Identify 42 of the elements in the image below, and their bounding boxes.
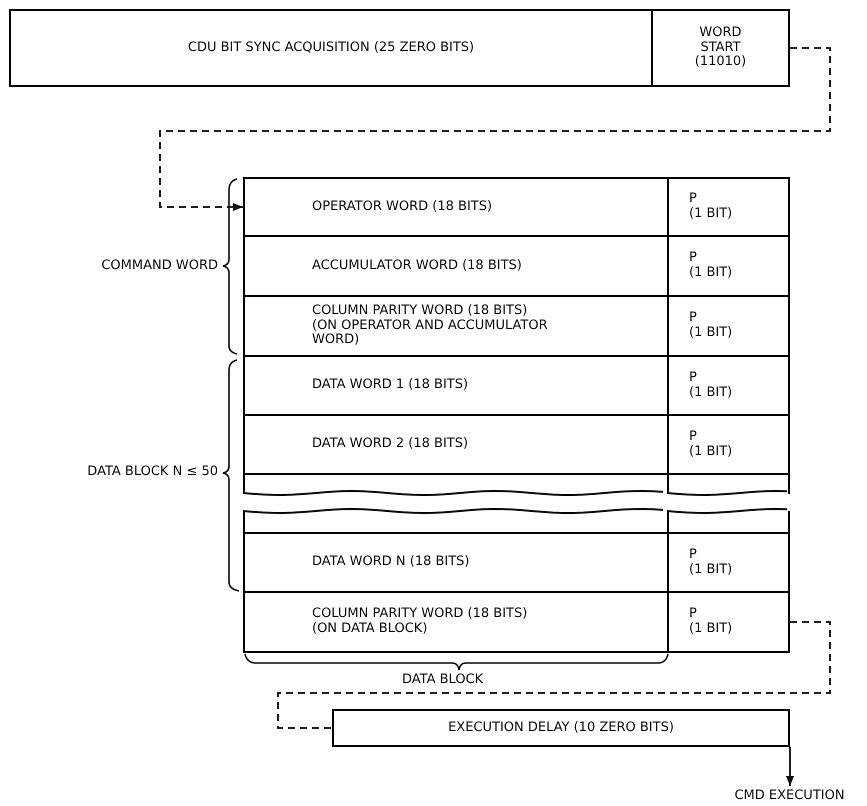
table-cell xyxy=(9,9,653,87)
cell-text: P xyxy=(689,192,697,207)
cell-text: P xyxy=(689,430,697,444)
table-cell xyxy=(667,591,790,653)
cell-text: P xyxy=(689,311,697,326)
cell-text: COLUMN PARITY WORD (18 BITS) xyxy=(312,607,528,622)
cell-text: P xyxy=(689,548,697,562)
cell-text: DATA WORD 2 (18 BITS) xyxy=(312,437,468,452)
cell-text: (1 BIT) xyxy=(689,622,732,637)
table-cell xyxy=(243,591,669,653)
cell-text: DATA WORD 1 (18 BITS) xyxy=(312,378,468,393)
bracket-label: DATA BLOCK N ≤ 50 xyxy=(87,464,218,479)
table-cell xyxy=(332,709,790,747)
table-cell xyxy=(243,177,669,237)
cell-text: P xyxy=(689,370,697,386)
cell-text: (1 BIT) xyxy=(689,266,732,281)
empty-table-row xyxy=(667,473,790,497)
cell-text: OPERATOR WORD (18 BITS) xyxy=(312,200,492,214)
cell-text: (ON OPERATOR AND ACCUMULATOR WORD) xyxy=(312,318,549,348)
cell-text: P xyxy=(689,251,697,266)
table-cell xyxy=(667,177,790,237)
cell-text: (1 BIT) xyxy=(689,386,732,400)
cell-text: (ON DATA BLOCK) xyxy=(312,622,428,637)
cell-text: EXECUTION DELAY (10 ZERO BITS) xyxy=(448,720,674,736)
connector-arrow xyxy=(159,47,831,211)
cell-text: DATA WORD N (18 BITS) xyxy=(312,555,470,570)
cell-text: (1 BIT) xyxy=(689,207,732,222)
cell-text: (1 BIT) xyxy=(689,444,732,460)
cell-text: (1 BIT) xyxy=(689,326,732,341)
cell-text: P xyxy=(689,607,697,622)
cell-text: (1 BIT) xyxy=(689,562,732,578)
cell-text: CDU BIT SYNC ACQUISITION (25 ZERO BITS) xyxy=(188,40,474,56)
empty-table-row xyxy=(667,506,790,534)
cell-text: WORD START (11010) xyxy=(694,26,748,70)
empty-table-row xyxy=(243,473,669,497)
output-text: CMD EXECUTION xyxy=(712,786,867,806)
bracket-label: DATA BLOCK xyxy=(402,672,484,687)
cell-text: COLUMN PARITY WORD (18 BITS) xyxy=(312,304,528,319)
bracket-label: COMMAND WORD xyxy=(101,258,218,273)
table-cell xyxy=(651,9,790,87)
connector-arrow xyxy=(786,747,794,786)
cell-text: ACCUMULATOR WORD (18 BITS) xyxy=(312,258,522,274)
